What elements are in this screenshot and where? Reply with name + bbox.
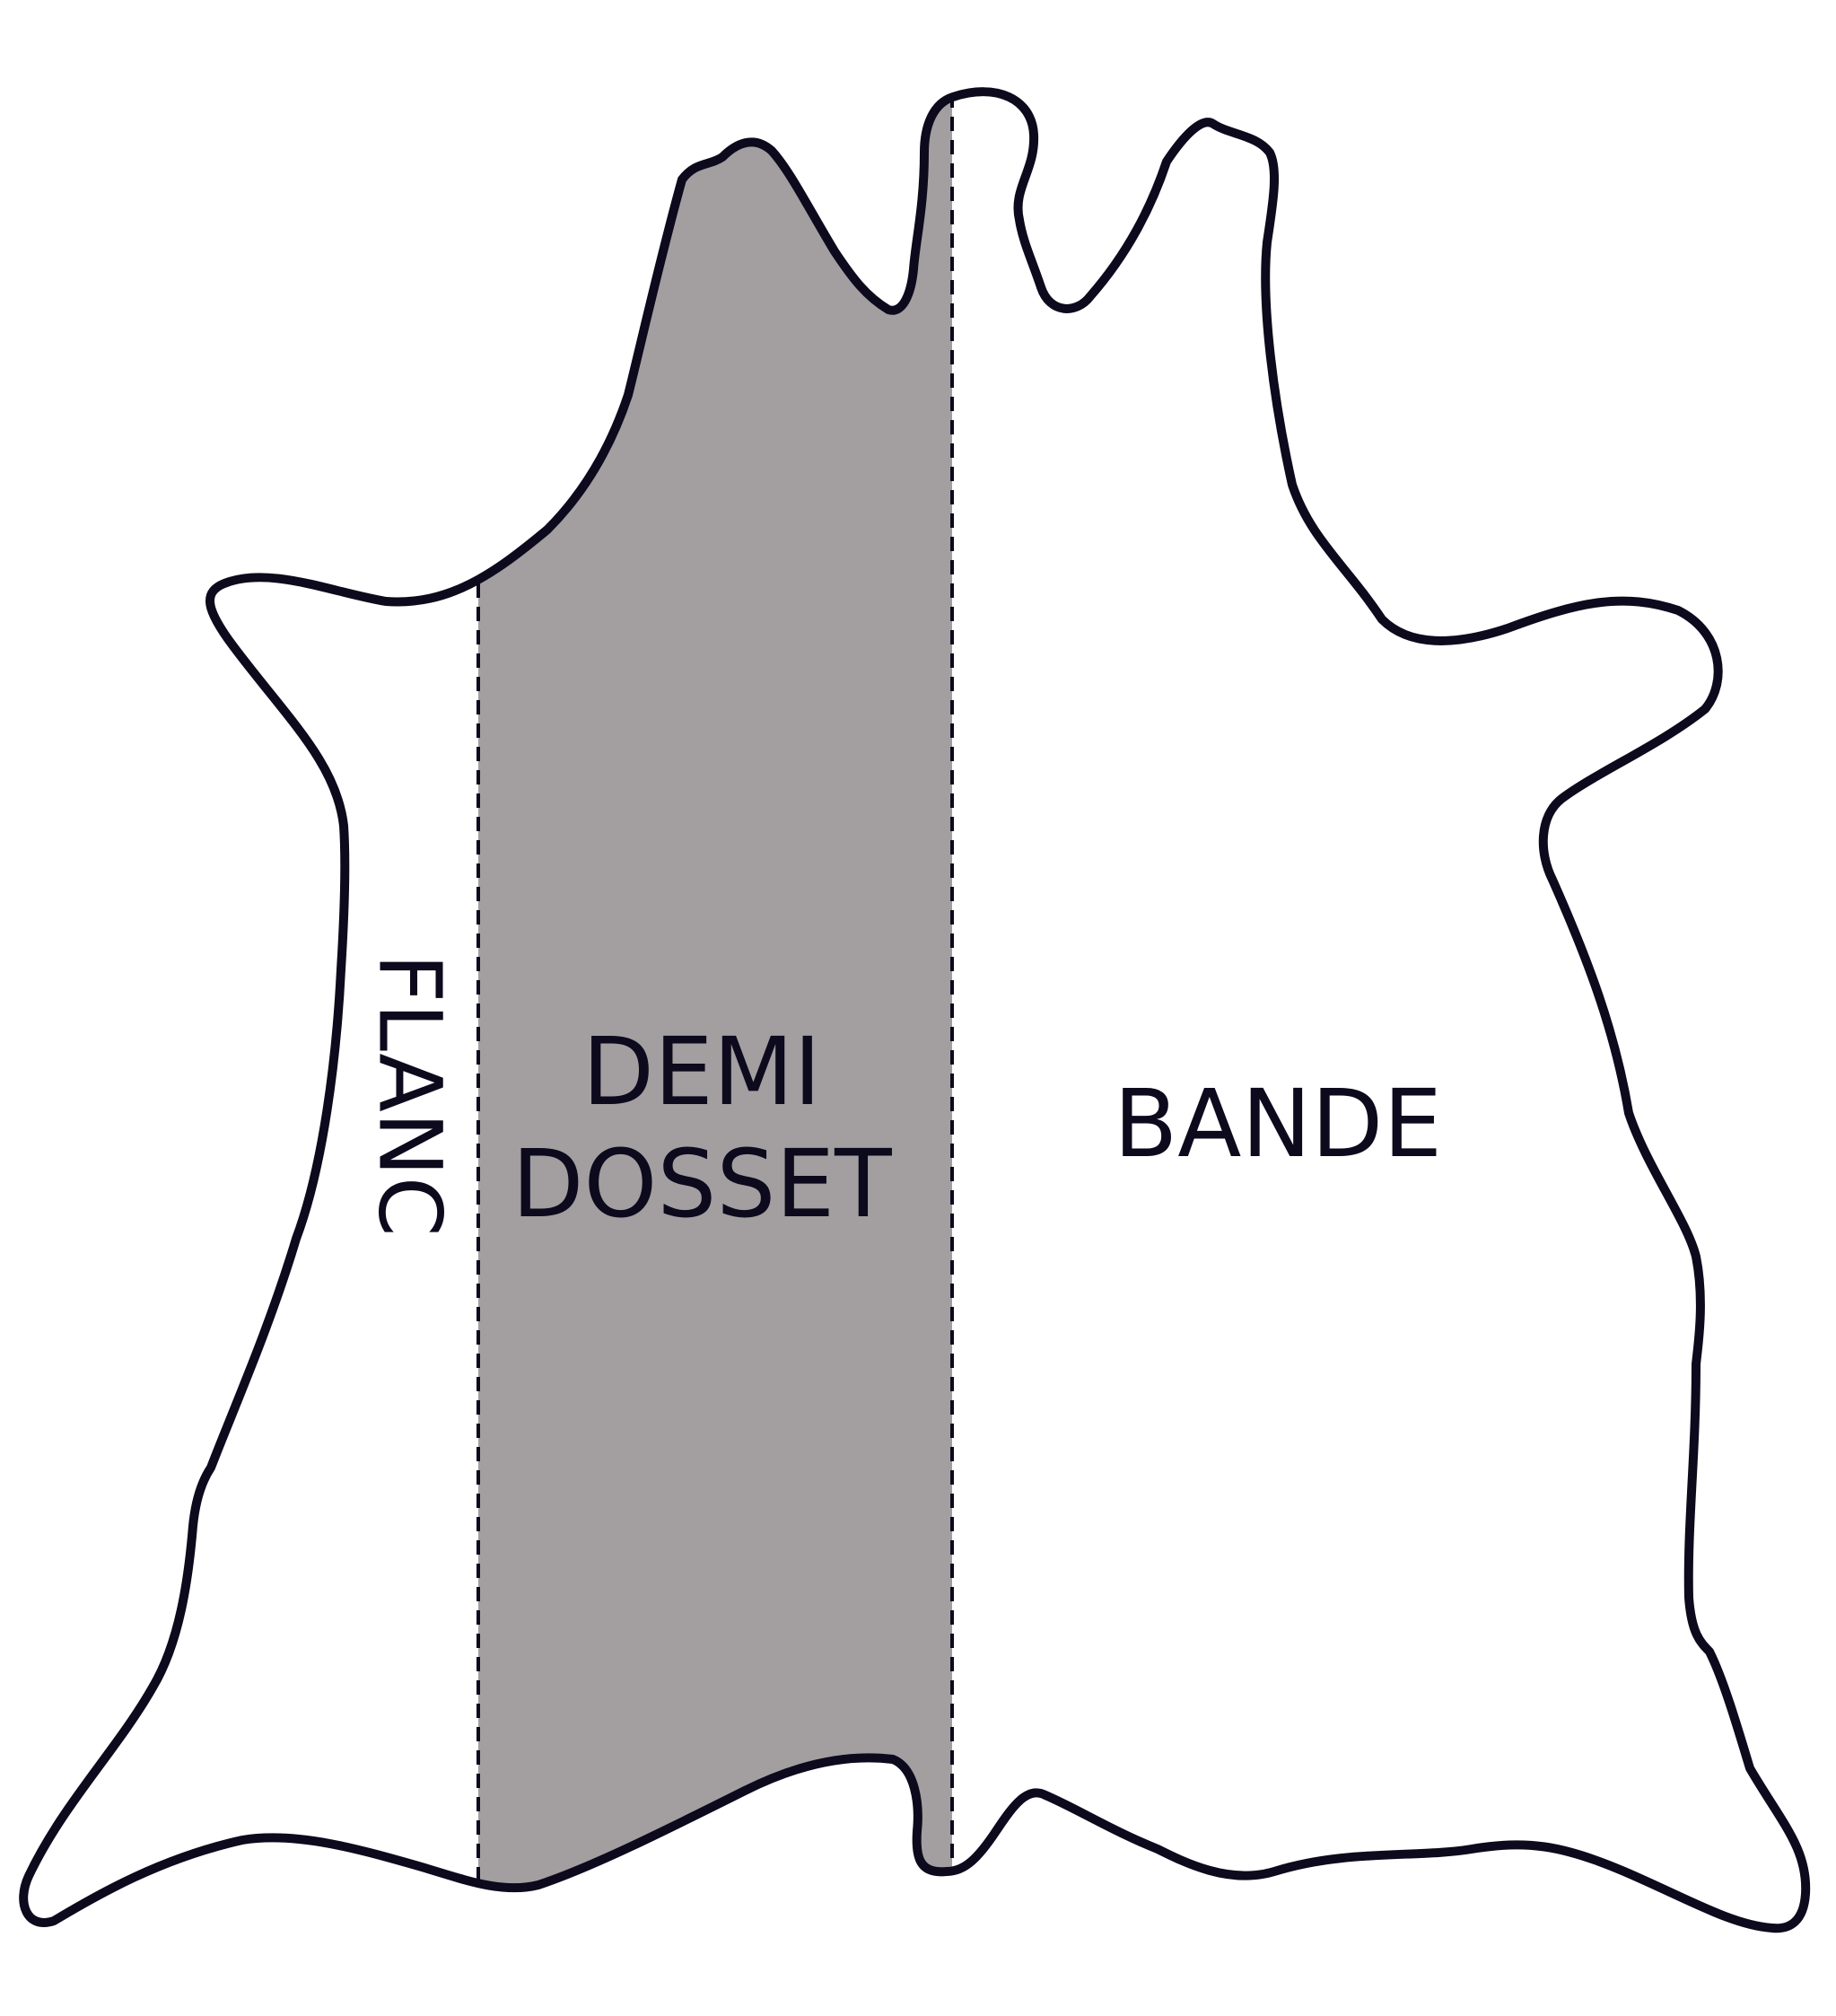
hide-outline — [19, 87, 1811, 1933]
demi-dosset-label-line-2: DOSSET — [511, 1129, 892, 1239]
bande-label: BANDE — [1114, 1069, 1442, 1179]
demi-dosset-label-line-1: DEMI — [582, 1017, 821, 1126]
flanc-label: FLANC — [360, 953, 460, 1236]
